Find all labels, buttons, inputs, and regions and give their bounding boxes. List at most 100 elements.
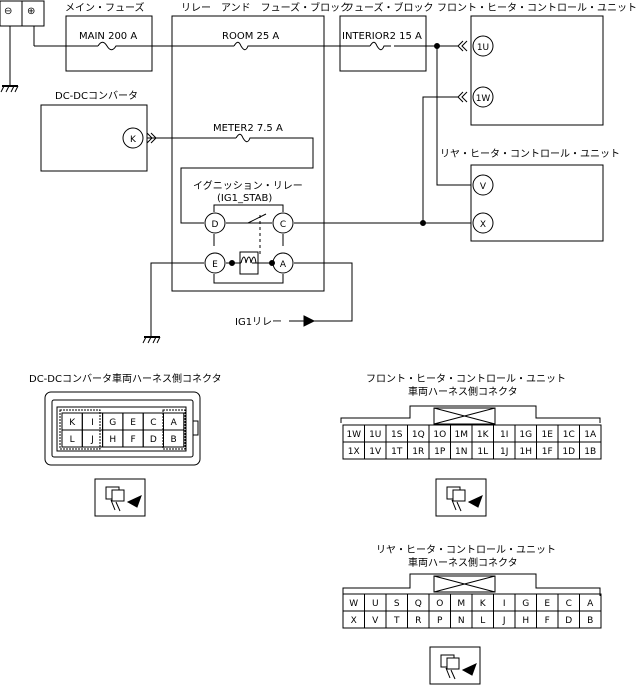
main-fuse-label: MAIN 200 A <box>79 31 137 42</box>
main-fuse-title: メイン・フューズ <box>65 1 145 14</box>
terminal-e-label: E <box>212 260 218 270</box>
connector-view-icon <box>436 479 486 516</box>
connector-pin-label: V <box>372 616 379 626</box>
terminal-d <box>205 213 225 233</box>
rear-connector <box>343 574 600 596</box>
fuse-icon <box>234 42 256 50</box>
connector-pin-label: O <box>436 599 443 609</box>
connector-pin-label: E <box>544 599 550 609</box>
connector-pin-label: K <box>480 599 487 609</box>
battery-plus: ⊕ <box>27 6 35 17</box>
connector-pin-label: I <box>91 418 94 428</box>
connector-pin-label: 1S <box>391 430 403 440</box>
terminal-1w <box>473 87 493 107</box>
connector-pin-label: 1O <box>433 430 446 440</box>
front-connector-title-2: 車両ハーネス側コネクタ <box>408 385 518 398</box>
arrow-icon <box>289 315 316 327</box>
connector-view-icon <box>95 479 145 516</box>
connector-pin-label: 1C <box>563 430 575 440</box>
ig-relay-label-1: イグニッション・リレー <box>193 179 303 192</box>
fuse-icon <box>370 42 391 50</box>
connector-pin-label: X <box>351 616 357 626</box>
connector-pin-label: 1G <box>519 430 532 440</box>
connector-pin-label: C <box>150 418 156 428</box>
connector-pin-label: M <box>457 599 465 609</box>
connector-pin-label: 1N <box>455 447 467 457</box>
dcdc-title: DC-DCコンバータ <box>55 90 138 102</box>
connector-pin-label: J <box>502 616 506 626</box>
connector-pin-label: 1U <box>369 430 381 440</box>
interior-fuse-label: INTERIOR2 15 A <box>342 31 422 42</box>
connector-view-icon <box>430 647 480 684</box>
dcdc-connector-title: DC-DCコンバータ車両ハーネス側コネクタ <box>29 372 222 385</box>
rear-unit-title: リヤ・ヒータ・コントロール・ユニット <box>440 148 620 160</box>
terminal-v <box>473 175 493 195</box>
terminal-c-label: C <box>280 220 286 230</box>
connector-pin-label: 1J <box>500 447 508 457</box>
connector-pin-label: 1I <box>500 430 508 440</box>
relay-fuse-block <box>172 16 324 291</box>
connector-pin-label: 1M <box>455 430 469 440</box>
terminal-v-label: V <box>480 182 487 192</box>
connector-pin-label: B <box>171 435 177 445</box>
front-unit-title: フロント・ヒータ・コントロール・ユニット <box>437 2 636 14</box>
ig-relay-label-2: (IG1_STAB) <box>217 193 272 204</box>
rear-connector-title-1: リヤ・ヒータ・コントロール・ユニット <box>376 544 556 556</box>
ground-icon <box>143 337 160 343</box>
front-connector <box>341 406 600 424</box>
terminal-1u-label: 1U <box>477 43 489 53</box>
connector-pin-label: L <box>480 616 485 626</box>
connector-pin-label: H <box>522 616 529 626</box>
main-fuse-box <box>66 16 152 71</box>
connector-pin-label: F <box>130 435 135 445</box>
connector-pin-label: F <box>545 616 550 626</box>
connector-pin-label: T <box>393 616 400 626</box>
ground-icon <box>1 86 18 92</box>
connector-pin-label: R <box>415 616 421 626</box>
connector-pin-label: 1V <box>369 447 382 457</box>
terminal-x <box>473 213 493 233</box>
terminal-k <box>123 128 143 148</box>
terminal-1u <box>473 36 493 56</box>
connector-pin-label: B <box>587 616 593 626</box>
connector-pin-label: C <box>566 599 572 609</box>
terminal-d-label: D <box>212 220 219 230</box>
connector-pin-label: 1T <box>391 447 403 457</box>
connector-pin-label: I <box>503 599 506 609</box>
connector-pin <box>164 430 184 447</box>
terminal-a-label: A <box>280 260 287 270</box>
terminal-1w-label: 1W <box>476 94 491 104</box>
fuse-block <box>340 16 426 71</box>
connector-pin-label: 1W <box>346 430 361 440</box>
connector-pin-label: A <box>587 599 594 609</box>
battery <box>0 1 44 86</box>
terminal-k-label: K <box>130 135 137 145</box>
connector-pin-label: P <box>437 616 443 626</box>
connector-pin-label: 1R <box>412 447 424 457</box>
connector-pin-label: A <box>171 418 178 428</box>
connector-pin-label: D <box>150 435 157 445</box>
fuse-block-title: フューズ・ブロック <box>344 1 434 14</box>
connector-pin-label: L <box>70 435 75 445</box>
connector-pin-label: Q <box>415 599 422 609</box>
connector-pin-label: G <box>109 418 116 428</box>
connector-pin-label: 1L <box>477 447 488 457</box>
connector-pin-label: 1F <box>542 447 553 457</box>
connector-pin-label: 1Q <box>412 430 425 440</box>
connector-pin-label: N <box>458 616 465 626</box>
fuse-icon <box>98 42 124 50</box>
connector-pin-label: 1P <box>434 447 446 457</box>
connector-pin-label: 1H <box>520 447 533 457</box>
connector-pin-label: J <box>90 435 94 445</box>
connector-pin-label: 1E <box>542 430 554 440</box>
relay-fuse-block-title: リレー アンド フューズ・ブロック <box>181 1 350 14</box>
connector-pin-label: 1B <box>584 447 596 457</box>
battery-minus: ⊖ <box>4 6 12 17</box>
connector-pin-label: 1X <box>348 447 360 457</box>
ig1-relay-label: IG1リレー <box>235 317 282 328</box>
connector-pin-label: D <box>565 616 572 626</box>
rear-heater-control-unit <box>471 165 603 241</box>
